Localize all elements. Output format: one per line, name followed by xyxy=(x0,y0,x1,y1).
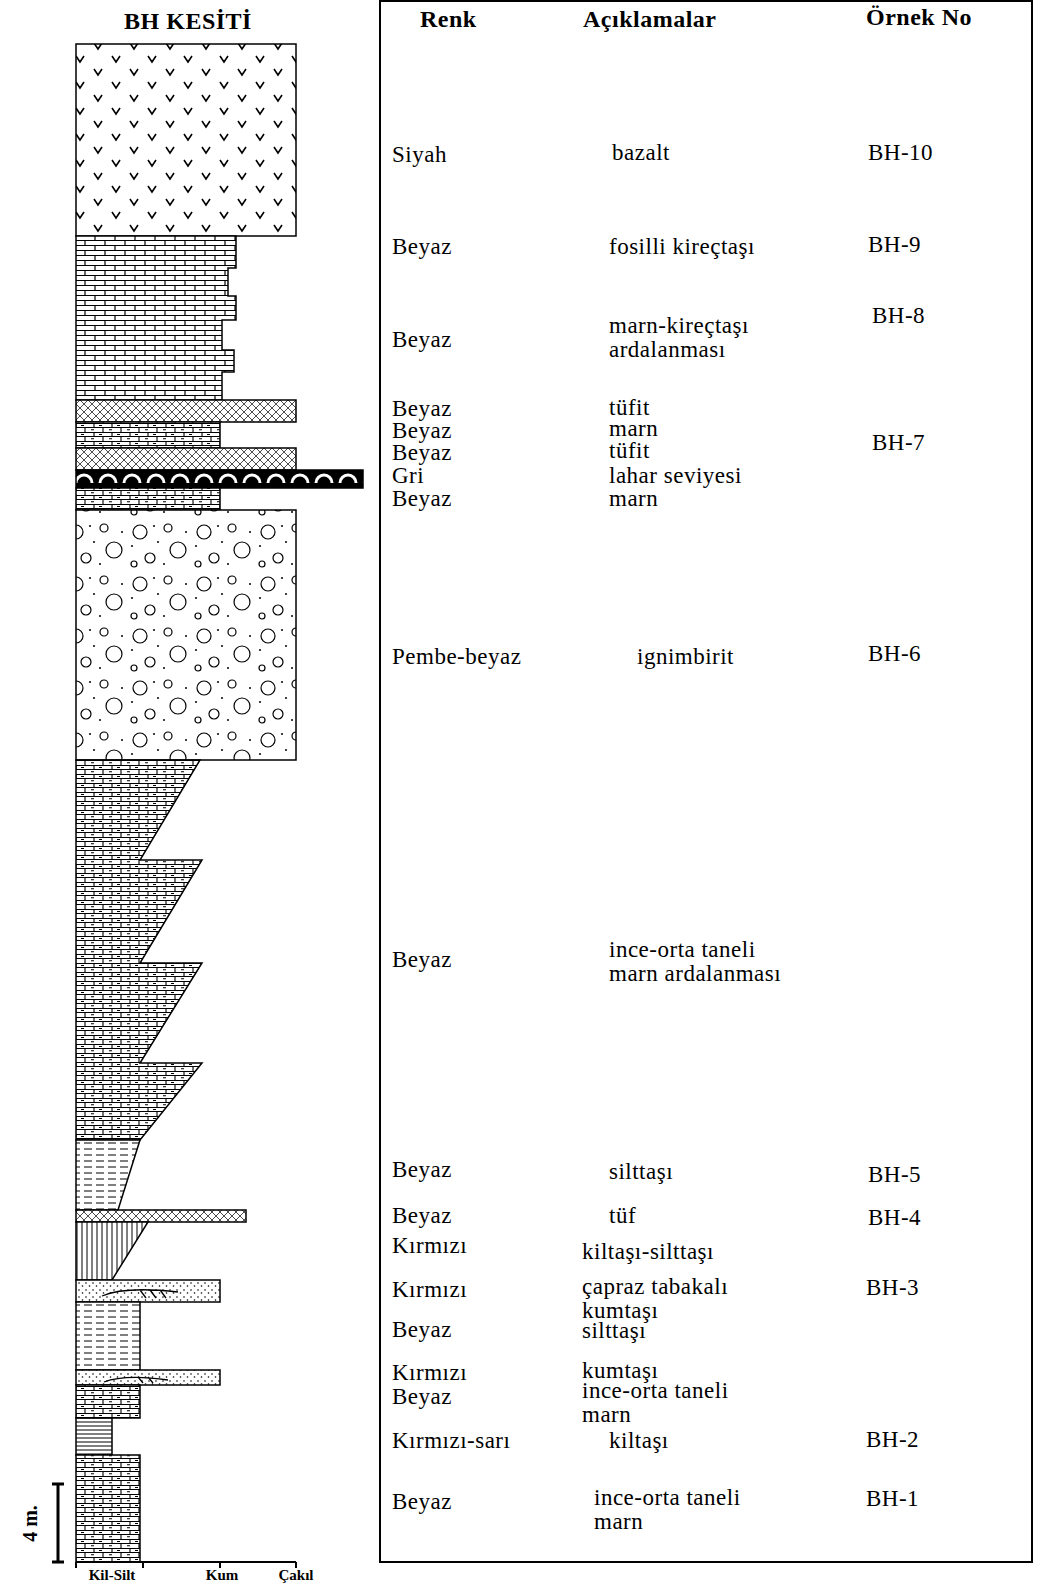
color-label: Siyah xyxy=(392,143,447,167)
sample-number: BH-8 xyxy=(872,304,925,328)
lithology-description: kiltaşı xyxy=(609,1429,669,1453)
column-header: Renk xyxy=(420,7,477,32)
lithology-description: marn xyxy=(609,487,658,511)
scale-label: 4 m. xyxy=(19,1505,40,1542)
color-label: Beyaz xyxy=(392,328,452,352)
sample-number: BH-5 xyxy=(868,1163,921,1187)
color-label: Kırmızı-sarı xyxy=(392,1429,510,1453)
color-label: Kırmızı xyxy=(392,1361,467,1385)
color-label: Beyaz xyxy=(392,948,452,972)
color-label: Pembe-beyaz xyxy=(392,645,521,669)
lithology-description: tüf xyxy=(609,1204,636,1228)
color-label: Beyaz xyxy=(392,1385,452,1409)
lithology-description: bazalt xyxy=(612,141,670,165)
sample-number: BH-6 xyxy=(868,642,921,666)
color-label: Beyaz xyxy=(392,419,452,443)
sample-number: BH-9 xyxy=(868,233,921,257)
color-label: Gri xyxy=(392,464,424,488)
lithology-description: marn-kireçtaşı ardalanması xyxy=(609,314,767,362)
lithology-description: kiltaşı-silttaşı xyxy=(582,1240,714,1264)
lithology-description: çapraz tabakalı kumtaşı xyxy=(582,1275,743,1323)
color-label: Beyaz xyxy=(392,1490,452,1514)
color-label: Beyaz xyxy=(392,397,452,421)
color-label: Beyaz xyxy=(392,1318,452,1342)
sample-number: BH-4 xyxy=(868,1206,921,1230)
lithology-description: marn xyxy=(609,417,658,441)
lithology-description: silttaşı xyxy=(582,1319,646,1343)
grain-size-label: Çakıl xyxy=(278,1568,313,1584)
lithology-description: lahar seviyesi xyxy=(609,464,742,488)
sample-number: BH-2 xyxy=(866,1428,919,1452)
lithology-description: ince-orta taneli marn xyxy=(594,1486,756,1534)
color-label: Beyaz xyxy=(392,441,452,465)
sample-number: BH-1 xyxy=(866,1487,919,1511)
sample-number: BH-7 xyxy=(872,431,925,455)
color-label: Beyaz xyxy=(392,235,452,259)
lithology-description: tüfit xyxy=(609,439,650,463)
color-label: Beyaz xyxy=(392,1158,452,1182)
sample-number: BH-10 xyxy=(868,141,933,165)
lithology-description: fosilli kireçtaşı xyxy=(609,235,755,259)
lithology-description: ince-orta taneli marn xyxy=(582,1379,744,1427)
color-label: Beyaz xyxy=(392,1204,452,1228)
column-header: Açıklamalar xyxy=(583,7,716,32)
color-label: Kırmızı xyxy=(392,1234,467,1258)
section-title: BH KESİTİ xyxy=(124,9,252,34)
lithology-description: silttaşı xyxy=(609,1160,673,1184)
grain-size-label: Kum xyxy=(206,1568,239,1584)
sample-number: BH-3 xyxy=(866,1276,919,1300)
color-label: Beyaz xyxy=(392,487,452,511)
color-label: Kırmızı xyxy=(392,1278,467,1302)
grain-size-label: Kil-Silt xyxy=(89,1568,136,1584)
lithology-description: ince-orta taneli marn ardalanması xyxy=(609,938,791,986)
lithology-description: ignimbirit xyxy=(637,645,734,669)
column-header: Örnek No xyxy=(866,5,972,30)
